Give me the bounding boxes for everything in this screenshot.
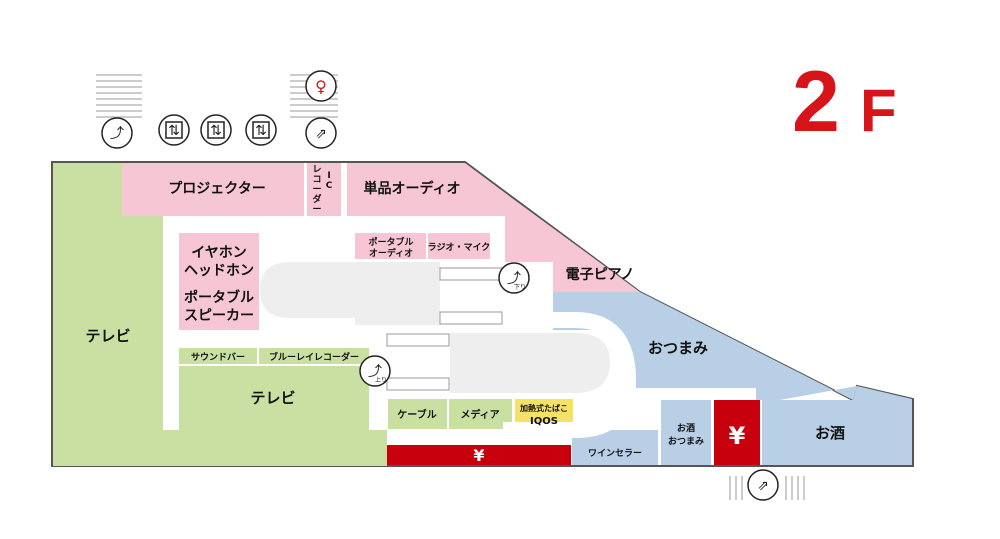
ic-recorder-char: ー: [312, 185, 321, 195]
zone-radio-mic[interactable]: [428, 233, 490, 259]
zone-e-piano[interactable]: [505, 193, 640, 292]
zone-bluray[interactable]: [259, 348, 369, 364]
zone-portable-audio[interactable]: [355, 233, 426, 259]
floor-number: 2: [792, 54, 840, 150]
label-single-audio: 単品オーディオ: [363, 180, 460, 197]
restroom-icon[interactable]: ♀: [305, 70, 337, 102]
ic-recorder-char: ダ: [312, 193, 321, 205]
svg-text:⇗: ⇗: [757, 478, 769, 494]
label-sake-snacks-1: お酒: [677, 422, 695, 434]
label-cashier-bottom: ¥: [473, 446, 484, 465]
svg-text:上り: 上り: [375, 376, 387, 384]
label-bluray: ブルーレイレコーダー: [269, 351, 359, 363]
svg-text:下り: 下り: [514, 284, 526, 291]
escalator-down-icon[interactable]: ⤴下り: [498, 262, 530, 294]
label-earphones-1: イヤホン: [191, 245, 247, 261]
label-radio-mic: ラジオ・マイク: [428, 242, 491, 253]
zone-projector[interactable]: [122, 163, 304, 216]
ic-recorder-char: C: [326, 181, 333, 191]
label-heated-tobacco-1: 加熱式たばこ: [519, 403, 568, 413]
label-portable-speaker-2: スピーカー: [184, 308, 254, 324]
label-sound-bar: サウンドバー: [191, 352, 245, 363]
label-portable-audio-1: ポータブル: [368, 236, 413, 248]
label-tv-center: テレビ: [250, 389, 295, 407]
svg-text:♀: ♀: [315, 77, 327, 96]
svg-text:⤴: ⤴: [507, 271, 521, 287]
svg-text:⤴: ⤴: [110, 126, 124, 142]
central-area-upper: [260, 262, 440, 325]
ic-recorder-char: I: [327, 171, 330, 181]
label-wine-cellar: ワインセラー: [588, 448, 642, 459]
svg-text:⇅: ⇅: [210, 123, 222, 139]
label-earphones-2: ヘッドホン: [184, 263, 254, 279]
label-heated-tobacco-2: IQOS: [530, 416, 558, 427]
zone-tv-center[interactable]: [179, 366, 369, 430]
escalator-treads-upper: [439, 267, 503, 325]
label-cashier-right: ¥: [729, 422, 746, 450]
ic-recorder-char: レ: [312, 164, 321, 175]
label-projector: プロジェクター: [168, 181, 265, 197]
label-media: メディア: [460, 408, 499, 421]
label-sake-snacks-2: おつまみ: [668, 436, 704, 447]
zone-earphones[interactable]: [179, 233, 259, 330]
zone-tv-left-ext: [163, 430, 387, 466]
label-portable-audio-2: オーディオ: [369, 247, 413, 259]
zone-sound-bar[interactable]: [179, 348, 257, 364]
escalator-up-icon[interactable]: ⤴上り: [359, 355, 391, 387]
elevator-icon[interactable]: ⇅: [245, 114, 277, 146]
elevator-icon[interactable]: ⇅: [200, 114, 232, 146]
zone-single-audio[interactable]: [347, 163, 505, 216]
label-snacks: おつまみ: [648, 339, 708, 357]
svg-text:⇅: ⇅: [255, 123, 267, 139]
zone-sake[interactable]: [762, 386, 912, 465]
ic-recorder-char: コ: [312, 175, 321, 185]
zone-ic-recorder[interactable]: [307, 163, 341, 216]
floor-suffix: F: [860, 77, 897, 144]
zone-cable[interactable]: [388, 399, 447, 429]
icons-layer: ⤴⇅⇅⇅♀⇗⤴下り⤴上り⇗: [101, 70, 779, 501]
central-area-lower: [450, 333, 610, 393]
label-portable-speaker-1: ポータブル: [184, 289, 254, 306]
svg-text:⇗: ⇗: [315, 126, 327, 142]
stairs-icon[interactable]: ⇗: [305, 117, 337, 149]
label-sake: お酒: [815, 424, 845, 442]
escalator-treads-lower: [386, 333, 450, 391]
cashier-bottom[interactable]: [387, 445, 571, 465]
ic-recorder-char: ー: [312, 205, 321, 215]
label-e-piano: 電子ピアノ: [566, 266, 635, 283]
label-cable: ケーブル: [397, 408, 436, 421]
stairs-icon[interactable]: ⇗: [747, 469, 779, 501]
svg-text:⇅: ⇅: [168, 123, 180, 139]
aisle-right: [628, 388, 756, 400]
cashier-right[interactable]: [714, 400, 760, 465]
elevator-icon[interactable]: ⇅: [158, 114, 190, 146]
aisle-curve: [503, 312, 637, 438]
escalator-icon[interactable]: ⤴: [101, 117, 133, 149]
zone-media[interactable]: [449, 399, 512, 429]
svg-text:⤴: ⤴: [368, 364, 382, 380]
label-tv-left: テレビ: [85, 327, 130, 345]
zone-sake-snacks[interactable]: [661, 400, 711, 465]
